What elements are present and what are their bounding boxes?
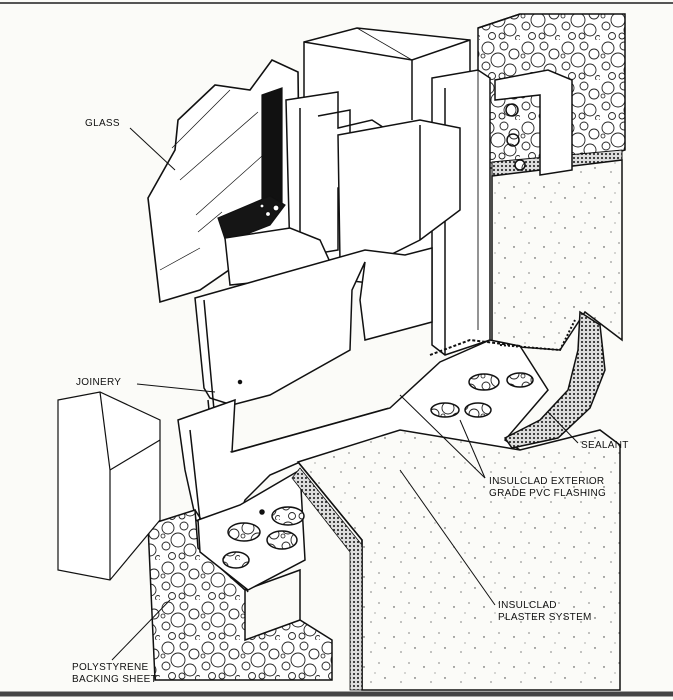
label-backing-line2: BACKING SHEET xyxy=(72,674,158,685)
left-foreground-block xyxy=(57,391,161,581)
label-backing-line1: POLYSTYRENE xyxy=(72,662,149,673)
leader-lines xyxy=(111,127,579,661)
label-pvc-flashing-line2: GRADE PVC FLASHING xyxy=(489,488,607,499)
label-plaster-system: INSULCLAD PLASTER SYSTEM xyxy=(498,600,592,624)
flashing-vertical xyxy=(431,69,573,356)
label-plaster-line2: PLASTER SYSTEM xyxy=(498,612,592,623)
plaster-system xyxy=(291,429,621,691)
label-glass: GLASS xyxy=(85,118,120,129)
joinery-frame xyxy=(224,91,461,286)
label-sealant: SEALANT xyxy=(581,440,629,451)
label-joinery: JOINERY xyxy=(76,377,122,388)
label-pvc-flashing-line1: INSULCLAD EXTERIOR xyxy=(489,476,605,487)
label-pvc-flashing: INSULCLAD EXTERIOR GRADE PVC FLASHING xyxy=(489,476,606,500)
right-wall-block xyxy=(477,13,626,351)
glazing-gasket xyxy=(217,87,286,243)
label-polystyrene-backing: POLYSTYRENE BACKING SHEET xyxy=(72,662,157,686)
label-plaster-line1: INSULCLAD xyxy=(498,600,557,611)
flashing-drop xyxy=(197,468,306,591)
